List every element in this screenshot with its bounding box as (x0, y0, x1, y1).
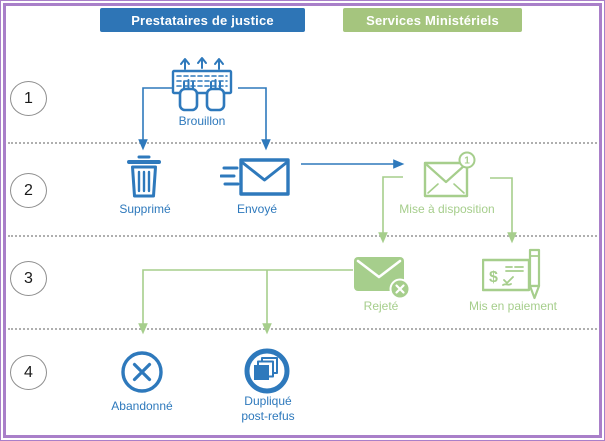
step-circle-1: 1 (10, 81, 47, 116)
dollar-glyph: $ (489, 269, 498, 286)
node-label-mis-en-paiement: Mis en paiement (468, 299, 558, 313)
arrow-mise-a-disposition-to-rejete (378, 176, 403, 244)
notification-badge-count: 1 (464, 156, 470, 167)
arrow-mise-a-disposition-to-mis-en-paiement (490, 177, 517, 244)
node-label-abandonne: Abandonné (111, 399, 173, 413)
row-separator-3 (8, 328, 597, 330)
trash-icon (127, 155, 161, 198)
step-circle-4: 4 (10, 355, 47, 390)
rejected-envelope-icon (354, 257, 411, 300)
node-label-envoye: Envoyé (236, 202, 278, 216)
arrow-rejete-to-abandonne (138, 269, 353, 335)
duplique-label-line2: post-refus (241, 409, 295, 423)
row-separator-1 (8, 142, 597, 144)
duplique-label-line1: Dupliqué (244, 394, 292, 408)
node-label-brouillon: Brouillon (178, 114, 226, 128)
step-circle-3: 3 (10, 261, 47, 296)
node-label-duplique-post-refus: Dupliqué post-refus (241, 394, 294, 424)
arrow-brouillon-to-envoye (238, 87, 271, 151)
received-envelope-badge-icon: 1 (423, 151, 476, 198)
sent-envelope-icon (220, 158, 290, 196)
node-label-mise-a-disposition: Mise à disposition (399, 202, 495, 216)
node-label-supprime: Supprimé (119, 202, 171, 216)
step-circle-2: 2 (10, 173, 47, 208)
row-separator-2 (8, 235, 597, 237)
duplicate-copy-icon (244, 348, 290, 394)
abandoned-circle-x-icon (121, 351, 163, 393)
node-label-rejete: Rejeté (363, 299, 399, 313)
typing-hands-icon (171, 57, 233, 112)
lane-header-services-ministeriels: Services Ministériels (343, 8, 522, 32)
arrow-brouillon-to-supprime (138, 87, 172, 151)
payment-cheque-pencil-icon: $ (482, 248, 541, 300)
lane-header-prestataires: Prestataires de justice (100, 8, 305, 32)
